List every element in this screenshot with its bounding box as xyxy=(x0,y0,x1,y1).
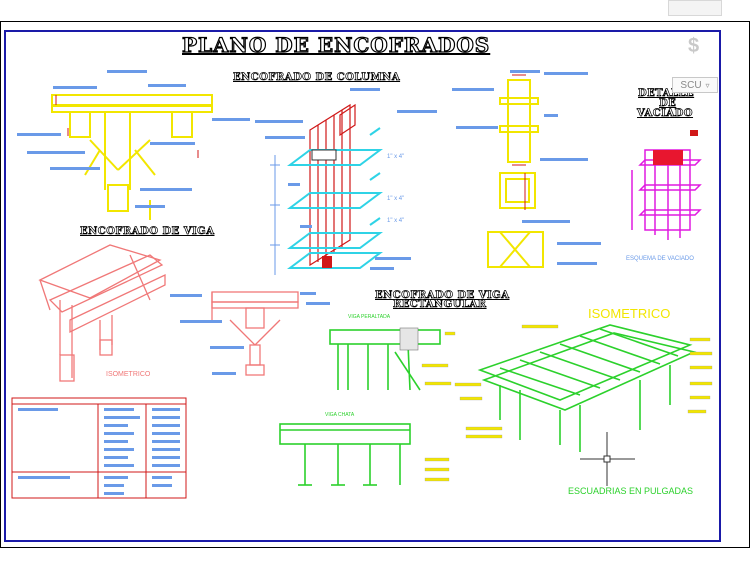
column-callouts xyxy=(255,88,437,270)
drawing-frame xyxy=(4,30,721,542)
pour-marker xyxy=(690,130,698,136)
pour-concrete xyxy=(653,150,683,165)
title-detalle-1: DETALLE xyxy=(638,88,695,100)
beam-column-joint-detail xyxy=(51,94,213,220)
esquema-vaciado-label: ESQUEMA DE VACIADO xyxy=(626,256,694,262)
corner-control[interactable] xyxy=(668,0,722,16)
dim-label-2: 1" x 4" xyxy=(387,196,404,202)
schedule-table xyxy=(11,397,187,499)
beam-section-callouts xyxy=(170,292,330,375)
joint-red-marks xyxy=(55,95,199,158)
s-logo-icon: $ xyxy=(688,35,700,57)
column-yokes xyxy=(287,127,383,269)
title-viga-rect-1: ENCOFRADO DE VIGA xyxy=(375,290,510,302)
table-text-blocks xyxy=(18,408,180,495)
rect-beam-elevation-top xyxy=(329,329,441,391)
column-formwork xyxy=(309,103,356,267)
section-red-marks xyxy=(512,74,526,210)
isometric-roof-framing xyxy=(477,324,697,452)
column-base-marker xyxy=(322,256,332,268)
column-plate xyxy=(311,149,337,161)
scu-label: SCU xyxy=(680,79,702,91)
section-callouts xyxy=(452,70,601,265)
isometrico-small-label: ISOMETRICO xyxy=(106,371,151,378)
title-viga-rect-2: RECTANGULAR xyxy=(393,299,487,311)
rect-beam-elevation-bottom xyxy=(279,423,411,486)
beam-section xyxy=(211,291,299,376)
crosshair-icon xyxy=(580,432,635,486)
main-title: PLANO DE ENCOFRADOS xyxy=(181,32,491,57)
beam-isometric xyxy=(38,244,166,382)
column-dims xyxy=(270,155,280,275)
title-columna: ENCOFRADO DE COLUMNA xyxy=(233,72,401,84)
title-viga: ENCOFRADO DE VIGA xyxy=(80,226,215,238)
title-detalle-3: VACIADO xyxy=(637,108,694,120)
joint-callouts xyxy=(17,70,250,208)
column-section-details xyxy=(487,79,544,268)
rect-beam-callouts xyxy=(421,331,456,482)
sheet-border xyxy=(0,21,750,548)
chevron-down-icon: ▿ xyxy=(705,80,710,90)
viga-chata-label: VIGA CHATA xyxy=(325,412,355,418)
viga-peraltada-label: VIGA PERALTADA xyxy=(348,314,391,320)
dim-label-1: 1" x 4" xyxy=(387,154,404,160)
dim-label-3: 1" x 4" xyxy=(387,218,404,224)
title-detalle-2: DE xyxy=(659,98,677,110)
iso-callouts xyxy=(454,324,713,439)
escuadrias-label: ESCUADRIAS EN PULGADAS xyxy=(568,486,693,496)
qr-marker xyxy=(399,327,419,351)
scu-dropdown[interactable]: SCU ▿ xyxy=(672,77,718,93)
isometrico-big-label: ISOMETRICO xyxy=(588,306,670,321)
